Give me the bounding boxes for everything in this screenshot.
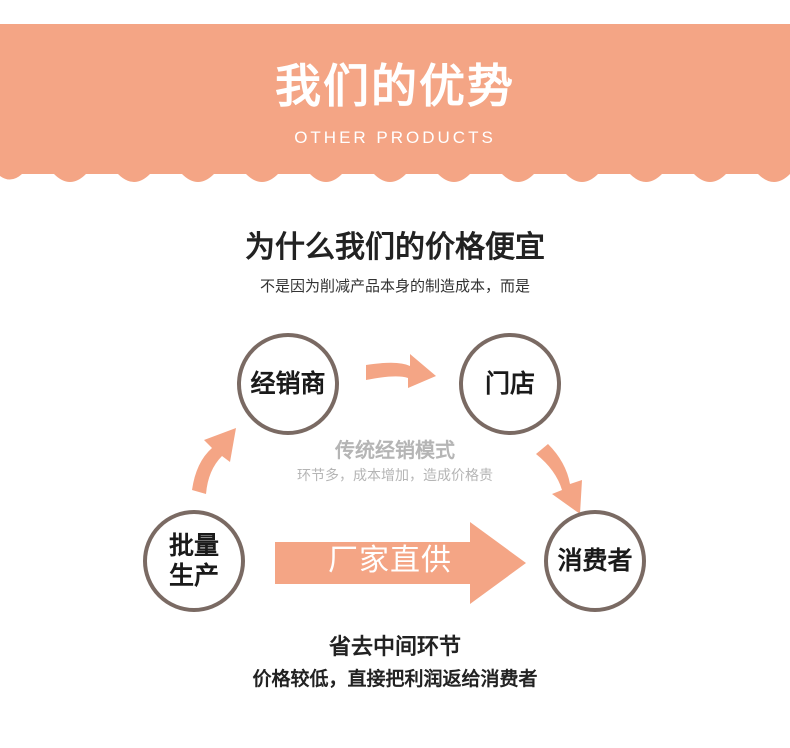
arrow-dealer-to-store	[366, 354, 436, 388]
arrow-direct-supply	[275, 522, 526, 604]
node-dealer: 经销商	[237, 333, 339, 435]
savings-title: 省去中间环节	[328, 634, 461, 660]
section-subtitle: 不是因为削减产品本身的制造成本，而是	[259, 277, 530, 295]
node-store: 门店	[459, 333, 561, 435]
direct-supply-label: 厂家直供	[328, 543, 452, 578]
section-title: 为什么我们的价格便宜	[245, 230, 545, 265]
banner-subtitle: OTHER PRODUCTS	[294, 128, 496, 147]
traditional-model-title: 传统经销模式	[335, 438, 455, 462]
arrow-store-to-consumer	[536, 444, 582, 514]
wave-divider	[0, 168, 790, 182]
node-factory: 批量生产	[143, 510, 245, 612]
node-store-label: 门店	[484, 369, 535, 398]
traditional-model-subtitle: 环节多，成本增加，造成价格贵	[297, 468, 493, 484]
node-consumer: 消费者	[544, 510, 646, 612]
node-dealer-label: 经销商	[250, 369, 326, 398]
savings-subtitle: 价格较低，直接把利润返给消费者	[252, 668, 538, 690]
arrow-factory-to-dealer	[192, 428, 236, 494]
node-factory-label: 批量生产	[168, 531, 219, 590]
header-banner	[0, 24, 790, 174]
node-consumer-label: 消费者	[557, 546, 633, 575]
banner-title: 我们的优势	[275, 59, 515, 113]
